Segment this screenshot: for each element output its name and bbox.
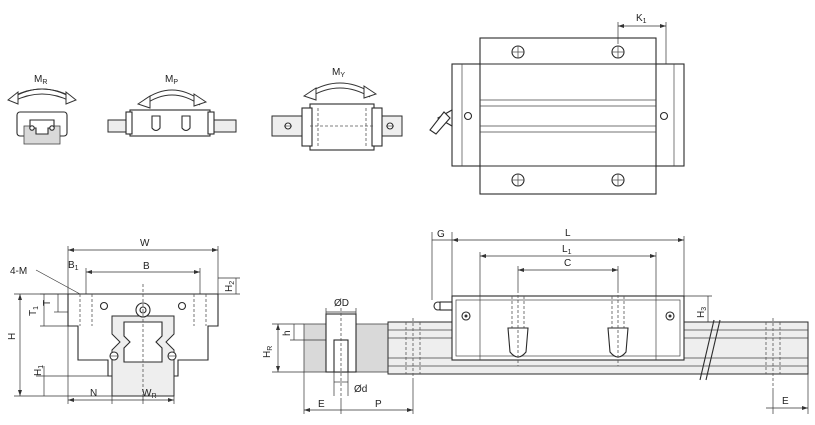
od-small-label: Ød (354, 384, 367, 395)
od-label: ØD (334, 298, 349, 309)
t1-label: T1 (28, 306, 40, 316)
e-right-label: E (782, 396, 789, 407)
n-label: N (90, 388, 97, 399)
k1-label: K1 (636, 13, 647, 25)
h-label: H (7, 333, 18, 340)
l1-label: L1 (562, 244, 572, 256)
pitch-moment-label: MP (165, 74, 178, 86)
hr-label: HR (262, 346, 274, 358)
roll-moment-label: MR (34, 74, 47, 86)
h2-label: H2 (224, 281, 236, 292)
t-label: T (42, 300, 53, 306)
end-view-diagram: W B B1 4-M H2 T1 T H (7, 238, 240, 404)
h1-label: H1 (33, 365, 45, 376)
roll-moment-diagram: MR (7, 74, 77, 145)
mount-holes-label: 4-M (10, 266, 27, 277)
small-h-label: h (282, 330, 293, 336)
p-label: P (375, 399, 382, 410)
e-left-label: E (318, 399, 325, 410)
c-label: C (564, 258, 571, 269)
g-label: G (437, 229, 445, 240)
top-view-diagram: K1 (429, 13, 685, 195)
yaw-moment-label: MY (332, 67, 345, 79)
b1-label: B1 (68, 260, 79, 272)
pitch-moment-diagram: MP (107, 74, 237, 137)
side-view-diagram: G L L1 C H3 ØD (262, 228, 809, 414)
l-label: L (565, 228, 571, 239)
w-label: W (140, 238, 150, 249)
yaw-moment-diagram: MY (271, 67, 403, 151)
h3-label: H3 (696, 307, 708, 318)
b-label: B (143, 261, 150, 272)
wr-label: WR (142, 388, 157, 400)
